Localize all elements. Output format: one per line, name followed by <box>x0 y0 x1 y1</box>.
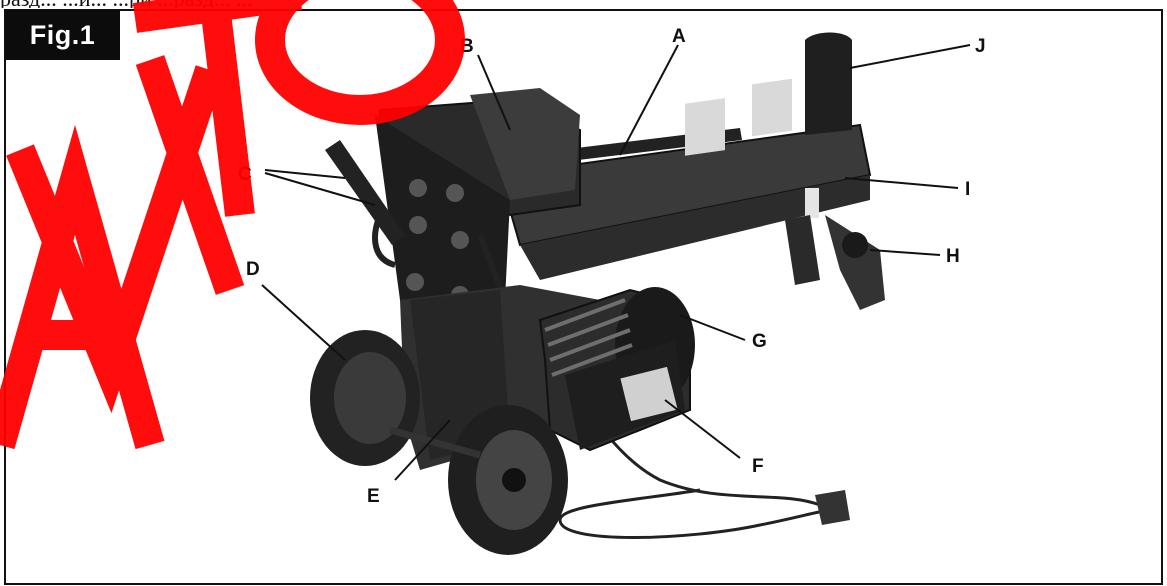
switch-label <box>620 366 678 422</box>
valve-plate <box>375 115 510 300</box>
callout-i: I <box>965 179 970 200</box>
cropped-top-text: разд... ...и... ...ри ...разд... ... <box>0 0 1167 8</box>
avito-watermark <box>0 0 465 450</box>
callout-h: H <box>946 246 960 267</box>
callout-a: A <box>672 26 686 47</box>
bolt-3 <box>409 216 427 234</box>
callout-f: F <box>752 456 764 477</box>
bolt-5 <box>406 273 424 291</box>
right-wheel-hub <box>502 468 526 492</box>
leader-c2 <box>264 172 376 206</box>
callout-e: E <box>367 486 380 507</box>
callout-g: G <box>752 331 767 352</box>
motor-ribs <box>544 298 633 377</box>
plug <box>815 490 850 525</box>
leader-f <box>664 399 741 459</box>
leader-b <box>477 54 511 131</box>
leader-j <box>849 44 971 69</box>
axle <box>389 426 481 459</box>
leader-c1 <box>264 169 346 179</box>
foot-hub <box>842 232 868 258</box>
rear-leg <box>785 215 820 285</box>
oil-tank <box>470 88 580 200</box>
callout-d: D <box>246 259 260 280</box>
figure-label: Fig.1 <box>5 10 120 60</box>
leader-i <box>844 177 959 189</box>
support-foot <box>825 215 885 310</box>
leader-a <box>619 44 679 156</box>
watermark-letter-o <box>255 0 465 125</box>
beam-label-3 <box>805 188 819 218</box>
bolt-1 <box>409 179 427 197</box>
wedge <box>805 32 852 135</box>
bolt-2 <box>446 184 464 202</box>
leader-g <box>679 314 746 341</box>
callout-j: J <box>975 36 986 57</box>
leader-h <box>869 249 941 256</box>
leader-e <box>394 419 451 481</box>
left-wheel-rim <box>334 352 406 444</box>
beam-label-1 <box>685 98 725 156</box>
watermark-letter-t <box>132 0 303 217</box>
bolt-4 <box>451 231 469 249</box>
beam-label-2 <box>752 78 792 137</box>
beam-side <box>520 175 870 280</box>
handle-lever <box>325 140 405 245</box>
leader-d <box>261 284 346 361</box>
leader-lines <box>261 44 971 481</box>
watermark-letter-i <box>135 55 245 295</box>
